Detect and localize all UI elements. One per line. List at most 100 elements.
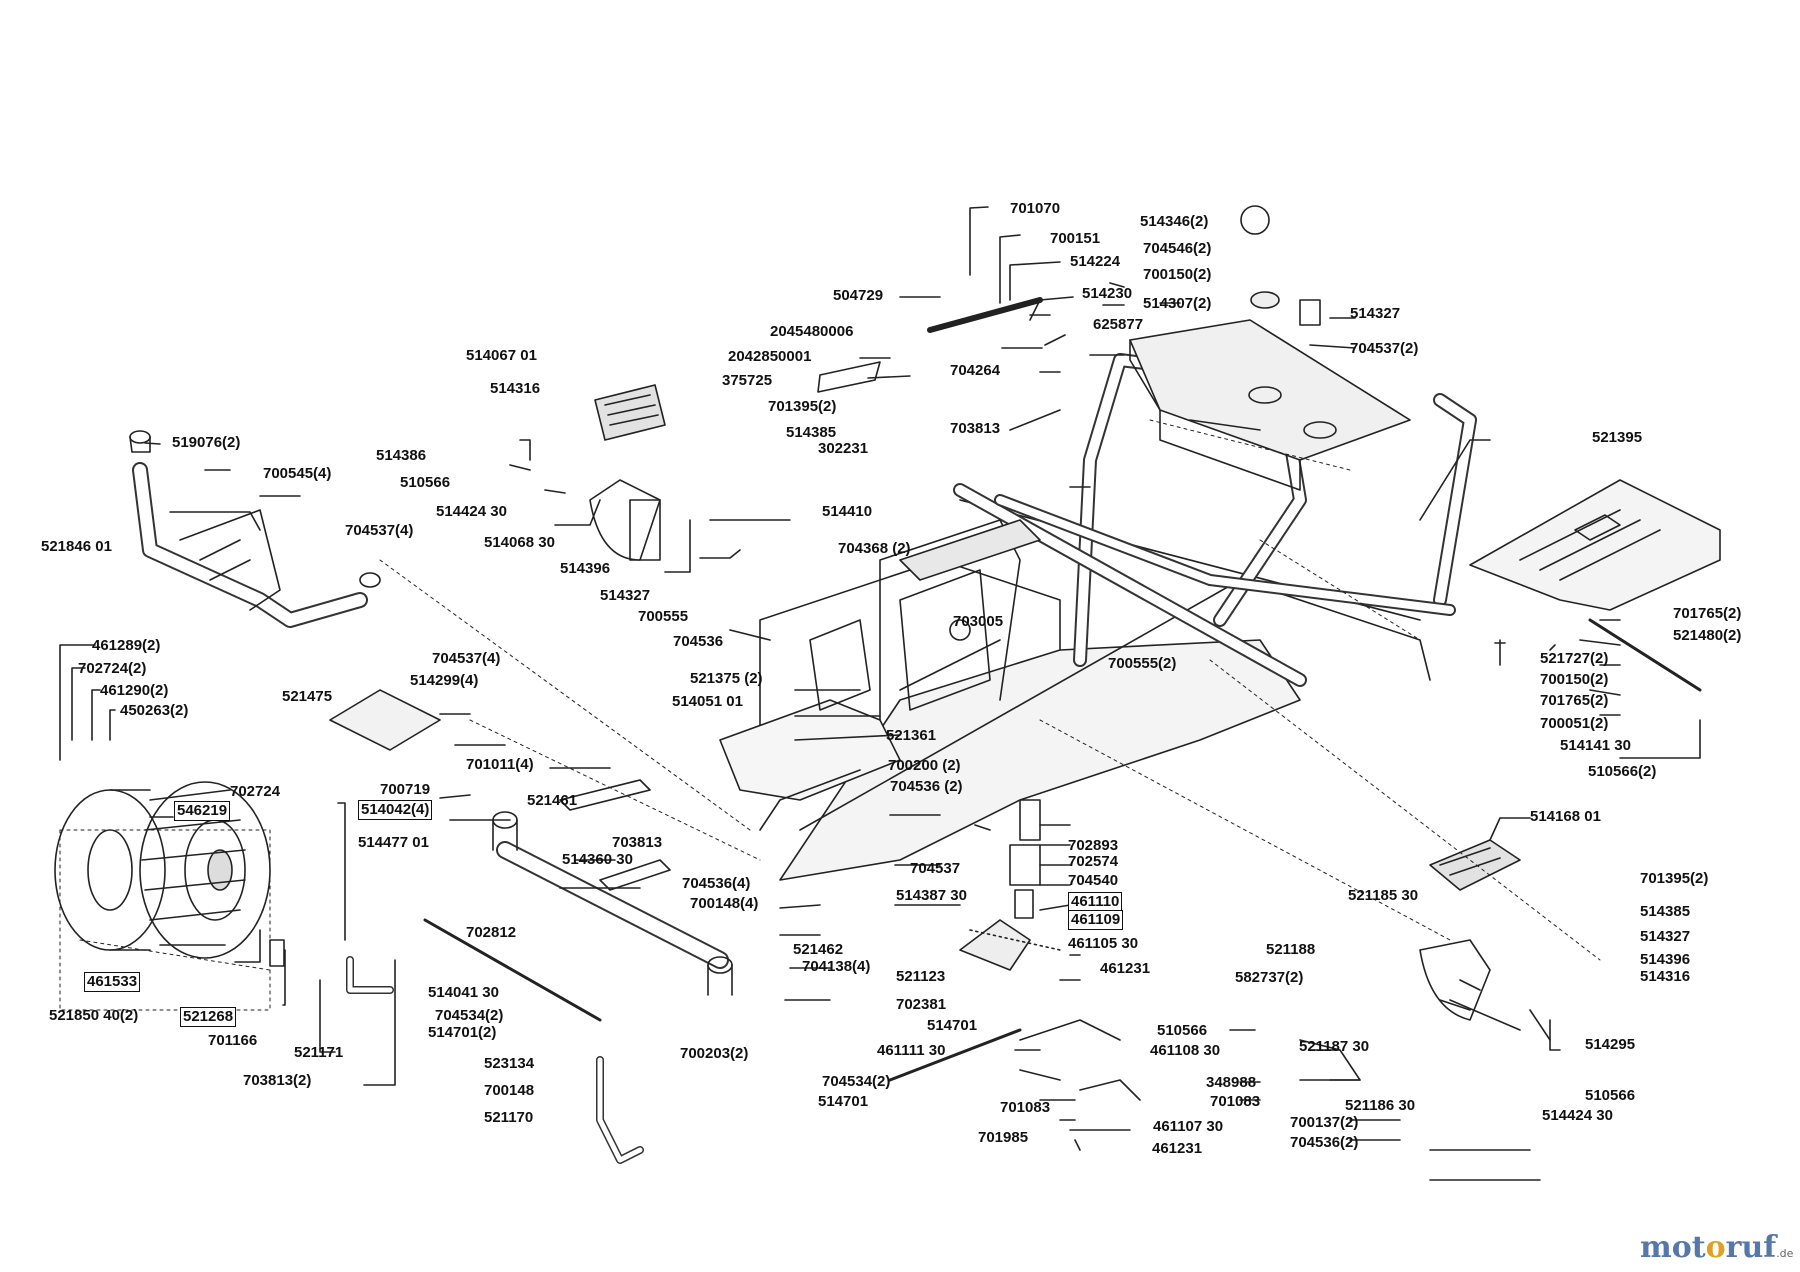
part-label: 703813 (950, 420, 1001, 437)
pedal-left (589, 384, 666, 561)
part-label: 702724 (230, 783, 281, 800)
motoruf-watermark-logo: motoruf.de (1640, 1230, 1794, 1265)
part-label: 514360 30 (562, 851, 633, 868)
part-label: 700555 (638, 608, 689, 625)
part-label: 625877 (1093, 316, 1144, 333)
part-label: 704534(2) (822, 1073, 891, 1090)
part-label: 510566 (1157, 1022, 1208, 1039)
part-label: 700150(2) (1540, 671, 1609, 688)
front-wheel-outer (54, 789, 166, 951)
part-label: 2042850001 (728, 348, 812, 365)
part-label: 703005 (953, 613, 1004, 630)
part-label: 521123 (896, 968, 946, 985)
part-label: 521187 30 (1299, 1038, 1370, 1055)
part-label: 514327 (1640, 928, 1691, 945)
part-label: 704536(4) (682, 875, 751, 892)
part-label: 700150(2) (1143, 266, 1212, 283)
part-label: 701166 (208, 1032, 258, 1049)
part-label: 704536 (2) (890, 778, 963, 795)
part-label: 514477 01 (358, 834, 429, 851)
part-label: 514307(2) (1143, 295, 1212, 312)
part-label: 302231 (818, 440, 869, 457)
part-label: 521480(2) (1673, 627, 1742, 644)
part-label: 510566 (1585, 1087, 1636, 1104)
part-label: 704537(2) (1350, 340, 1419, 357)
part-label: 704537(4) (345, 522, 414, 539)
part-label: 704546(2) (1143, 240, 1212, 257)
part-label: 514316 (1640, 968, 1691, 985)
part-label: 514141 30 (1560, 737, 1631, 754)
part-label-boxed: 461109 (1068, 910, 1124, 930)
part-label: 514295 (1585, 1036, 1636, 1053)
part-label: 521361 (886, 727, 937, 744)
part-label: 704264 (950, 362, 1001, 379)
part-label: 521170 (484, 1109, 534, 1126)
part-label: 521727(2) (1540, 650, 1609, 667)
part-label: 701070 (1010, 200, 1061, 217)
part-label: 521171 (294, 1044, 344, 1061)
part-label: 461105 30 (1068, 935, 1139, 952)
part-label: 700148(4) (690, 895, 759, 912)
part-label: 514346(2) (1140, 213, 1209, 230)
main-chassis-frame (492, 319, 1477, 996)
part-label: 521185 30 (1348, 887, 1419, 904)
part-label: 702893 (1068, 837, 1119, 854)
part-label: 582737(2) (1235, 969, 1304, 986)
part-label: 461290(2) (100, 682, 169, 699)
part-label: 701985 (978, 1129, 1029, 1146)
part-label: 375725 (722, 372, 773, 389)
part-label: 703813 (612, 834, 663, 851)
part-label: 701395(2) (1640, 870, 1709, 887)
part-label: 704537 (910, 860, 961, 877)
part-label: 700148 (484, 1082, 535, 1099)
part-label: 700200 (2) (888, 757, 961, 774)
part-label: 519076(2) (172, 434, 241, 451)
part-label: 461289(2) (92, 637, 161, 654)
part-label: 514299(4) (410, 672, 479, 689)
part-label: 700545(4) (263, 465, 332, 482)
part-label: 704540 (1068, 872, 1119, 889)
part-label: 521186 30 (1345, 1097, 1416, 1114)
part-label: 700203(2) (680, 1045, 749, 1062)
part-label: 514068 30 (484, 534, 555, 551)
part-label: 514067 01 (466, 347, 537, 364)
part-label: 521395 (1592, 429, 1643, 446)
part-label: 514396 (1640, 951, 1691, 968)
part-label: 700051(2) (1540, 715, 1609, 732)
part-label: 510566 (400, 474, 451, 491)
part-label: 521188 (1266, 941, 1316, 958)
part-label: 701395(2) (768, 398, 837, 415)
part-label: 701083 (1210, 1093, 1261, 1110)
part-label: 514168 01 (1530, 808, 1601, 825)
part-label: 348988 (1206, 1074, 1257, 1091)
part-label: 521475 (282, 688, 333, 705)
part-label: 700137(2) (1290, 1114, 1359, 1131)
rear-plate-521395 (1469, 479, 1721, 611)
part-label: 514701 (818, 1093, 869, 1110)
part-label: 700555(2) (1108, 655, 1177, 672)
part-label: 701765(2) (1673, 605, 1742, 622)
part-label: 521850 40(2) (49, 1007, 139, 1024)
part-label: 702381 (896, 996, 947, 1013)
part-label: 514701 (927, 1017, 978, 1034)
part-label: 523134 (484, 1055, 535, 1072)
part-label: 504729 (833, 287, 884, 304)
part-label: 461231 (1100, 960, 1151, 977)
part-label-boxed: 461533 (84, 972, 141, 992)
part-label: 510566(2) (1588, 763, 1657, 780)
part-label-boxed: 461110 (1068, 892, 1123, 912)
part-label: 702812 (466, 924, 517, 941)
part-label: 700719 (380, 781, 431, 798)
part-label: 514327 (600, 587, 651, 604)
part-label: 701765(2) (1540, 692, 1609, 709)
part-label: 2045480006 (770, 323, 854, 340)
part-label: 514327 (1350, 305, 1401, 322)
part-label: 514051 01 (672, 693, 743, 710)
part-label: 514424 30 (436, 503, 507, 520)
part-label-boxed: 514042(4) (358, 800, 433, 820)
pedal-right (1419, 839, 1521, 1021)
part-label: 521462 (793, 941, 844, 958)
part-label: 514385 (1640, 903, 1691, 920)
